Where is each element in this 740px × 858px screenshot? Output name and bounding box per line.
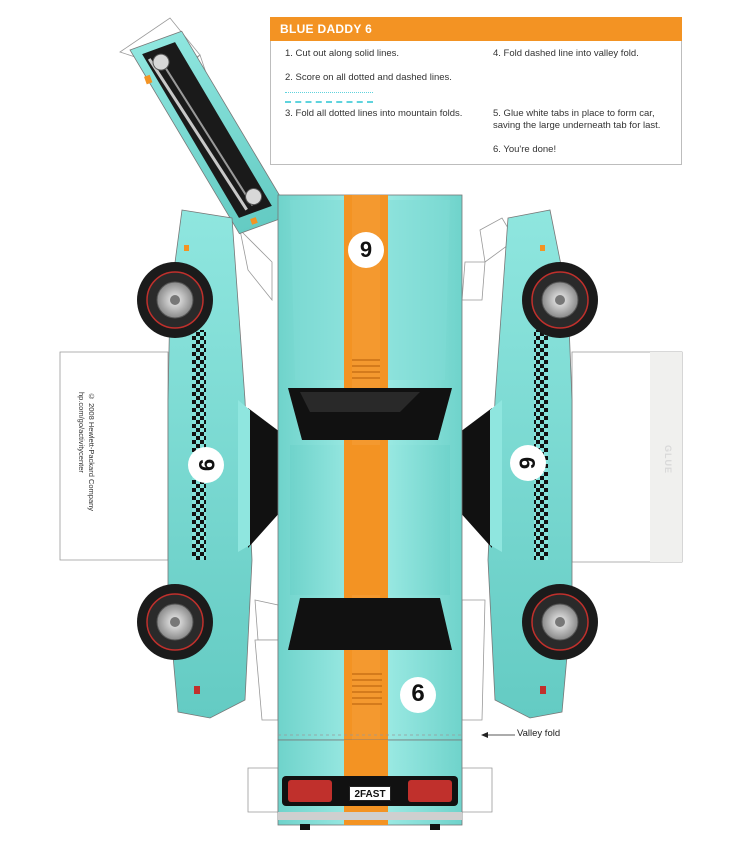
right-door-number-roundel [510,445,546,481]
glue-label: GLUE [663,445,673,475]
left-front-wheel [137,262,213,338]
instructions-panel: BLUE DADDY 6 1. Cut out along solid line… [270,17,682,165]
step-6: 6. You're done! [493,144,557,155]
rear-panel [277,739,463,830]
front-grille-flap [129,30,292,235]
right-door-number: 9 [515,456,540,470]
instructions-title: BLUE DADDY 6 [270,17,682,41]
valley-fold-label: Valley fold [517,728,561,739]
hood-number-roundel [348,232,384,268]
right-front-wheel [522,262,598,338]
left-door-number: 9 [194,458,219,472]
step-3: 3. Fold all dotted lines into mountain f… [285,108,463,119]
step-2: 2. Score on all dotted and dashed lines. [285,72,452,83]
copyright-text: © 2008 Hewlett-Packard Company hp.com/go… [77,392,96,512]
trunk-number: 6 [411,680,425,707]
trunk-number-roundel [400,677,436,713]
step-4: 4. Fold dashed line into valley fold. [493,48,639,59]
license-plate: 2FAST [349,786,391,801]
left-rear-wheel [137,584,213,660]
step-5: 5. Glue white tabs in place to form car,… [493,108,661,131]
dashed-line-sample [285,101,373,103]
center-body [277,194,463,741]
hood-number: 9 [359,237,373,262]
valley-fold-arrow [481,732,515,738]
right-rear-wheel [522,584,598,660]
left-door-number-roundel [188,447,224,483]
step-1: 1. Cut out along solid lines. [285,48,400,59]
dotted-line-sample [285,92,373,93]
